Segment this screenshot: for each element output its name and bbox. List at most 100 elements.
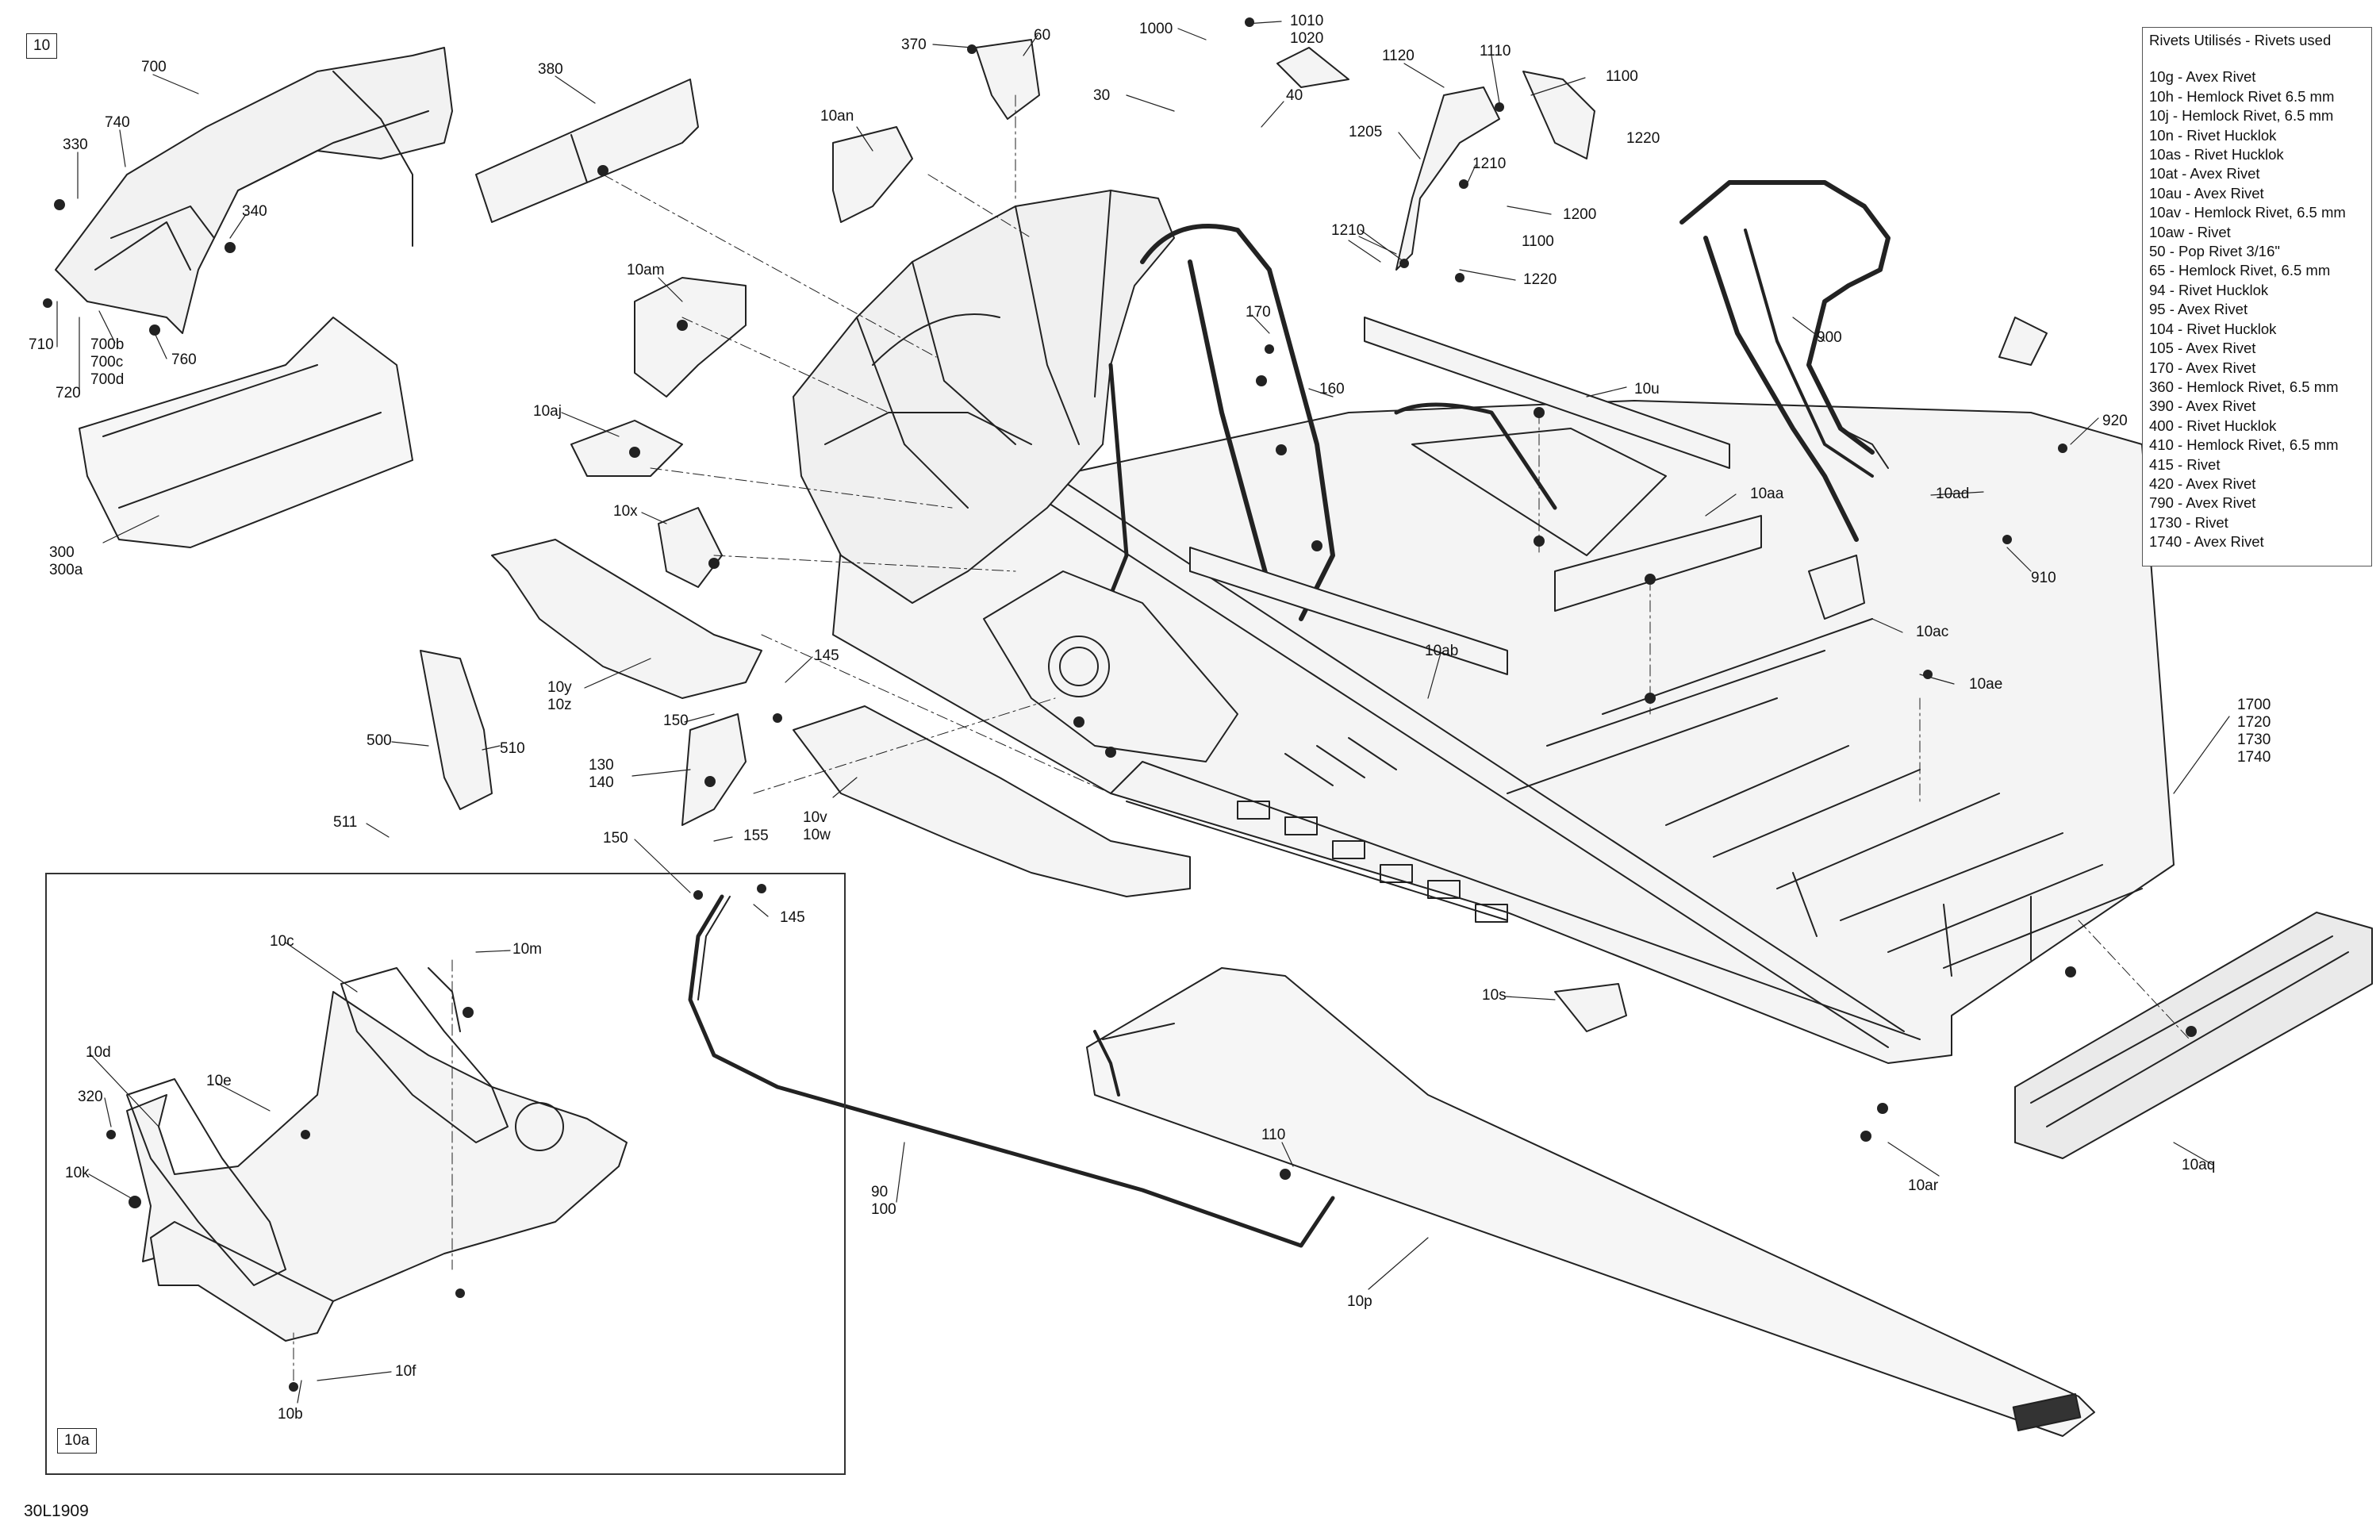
callout-1010: 1010 1020 bbox=[1290, 13, 1324, 47]
panel-380 bbox=[475, 79, 699, 223]
callout-1220b: 1220 bbox=[1523, 271, 1557, 288]
callout-10m: 10m bbox=[512, 941, 542, 958]
legend-title: Rivets Utilisés - Rivets used bbox=[2149, 32, 2332, 48]
callout-1210a: 1210 bbox=[1472, 156, 1507, 172]
callout-10y: 10y 10z bbox=[547, 679, 572, 713]
figure-tag-text: 10 bbox=[33, 37, 51, 54]
callout-10aq: 10aq bbox=[2182, 1157, 2216, 1173]
callout-370: 370 bbox=[901, 36, 927, 53]
legend-item: 410 - Hemlock Rivet, 6.5 mm bbox=[2149, 436, 2339, 454]
legend-item: 10aw - Rivet bbox=[2149, 223, 2231, 240]
legend-item: 10av - Hemlock Rivet, 6.5 mm bbox=[2149, 204, 2346, 221]
rivet-legend: Rivets Utilisés - Rivets used 10g - Avex… bbox=[2142, 27, 2372, 566]
callout-10aa: 10aa bbox=[1750, 486, 1784, 502]
legend-item: 415 - Rivet bbox=[2149, 455, 2221, 473]
callout-340: 340 bbox=[242, 203, 267, 220]
callout-30: 30 bbox=[1093, 87, 1111, 104]
callout-10ae: 10ae bbox=[1969, 676, 2003, 693]
legend-item: 790 - Avex Rivet bbox=[2149, 494, 2256, 512]
rear-tube-900 bbox=[1679, 180, 1891, 542]
callout-1210b: 1210 bbox=[1331, 222, 1365, 239]
legend-item: 10as - Rivet Hucklok bbox=[2149, 146, 2284, 163]
callout-1220a: 1220 bbox=[1626, 130, 1660, 147]
callout-160: 160 bbox=[1319, 381, 1345, 397]
callout-10ab: 10ab bbox=[1425, 643, 1459, 659]
callout-760: 760 bbox=[171, 351, 197, 368]
callout-10d: 10d bbox=[86, 1044, 111, 1061]
callout-150b: 150 bbox=[603, 830, 628, 847]
callout-1110: 1110 bbox=[1480, 43, 1511, 60]
rod-90 bbox=[688, 894, 1335, 1248]
dash-dot-lines bbox=[293, 94, 2190, 1381]
inset-tag-text: 10a bbox=[64, 1432, 90, 1449]
callout-150a: 150 bbox=[663, 712, 689, 729]
callout-10b: 10b bbox=[278, 1406, 303, 1423]
small-brackets bbox=[420, 39, 2048, 1032]
callout-145b: 145 bbox=[780, 909, 805, 926]
callout-1120: 1120 bbox=[1382, 48, 1415, 64]
callout-511: 511 bbox=[333, 814, 358, 831]
legend-item: 420 - Avex Rivet bbox=[2149, 474, 2256, 492]
legend-item: 390 - Avex Rivet bbox=[2149, 397, 2256, 415]
legend-item: 10g - Avex Rivet bbox=[2149, 68, 2256, 86]
callout-1000: 1000 bbox=[1139, 21, 1173, 37]
rear-rails bbox=[1189, 317, 1762, 675]
callout-10c: 10c bbox=[270, 933, 294, 950]
inset-assembly-10a bbox=[126, 967, 628, 1342]
legend-item: 10h - Hemlock Rivet 6.5 mm bbox=[2149, 87, 2335, 105]
callout-910: 910 bbox=[2031, 570, 2056, 586]
legend-item: 65 - Hemlock Rivet, 6.5 mm bbox=[2149, 262, 2331, 279]
legend-item: 400 - Rivet Hucklok bbox=[2149, 417, 2277, 434]
callout-1200: 1200 bbox=[1563, 206, 1597, 223]
figure-tag: 10 bbox=[26, 33, 58, 59]
callout-740: 740 bbox=[105, 114, 130, 131]
callout-700: 700 bbox=[141, 59, 167, 75]
legend-item: 95 - Avex Rivet bbox=[2149, 301, 2248, 318]
callout-10e: 10e bbox=[206, 1073, 232, 1089]
legend-item: 10at - Avex Rivet bbox=[2149, 165, 2260, 182]
callout-10s: 10s bbox=[1482, 987, 1507, 1004]
fasteners bbox=[43, 17, 2197, 1392]
legend-item: 10j - Hemlock Rivet, 6.5 mm bbox=[2149, 107, 2334, 125]
legend-item: 10au - Avex Rivet bbox=[2149, 184, 2264, 202]
legend-item: 170 - Avex Rivet bbox=[2149, 359, 2256, 376]
callout-130: 130 140 bbox=[589, 757, 614, 791]
callout-300: 300 300a bbox=[49, 544, 83, 578]
callout-510: 510 bbox=[500, 740, 525, 757]
callout-700b: 700b 700c 700d bbox=[90, 336, 125, 388]
callout-10an: 10an bbox=[820, 108, 854, 125]
callout-10k: 10k bbox=[65, 1165, 90, 1181]
callout-170: 170 bbox=[1246, 304, 1271, 321]
callout-1700: 1700 1720 1730 1740 bbox=[2237, 697, 2271, 766]
figure-id: 30L1909 bbox=[24, 1502, 89, 1520]
callout-10am: 10am bbox=[627, 262, 665, 278]
upper-frame bbox=[793, 190, 1335, 762]
callout-10ad: 10ad bbox=[1936, 486, 1970, 502]
callout-500: 500 bbox=[367, 732, 392, 749]
legend-item: 1730 - Rivet bbox=[2149, 513, 2228, 531]
callout-320: 320 bbox=[78, 1089, 103, 1105]
callout-155: 155 bbox=[743, 828, 769, 844]
callout-10f: 10f bbox=[395, 1363, 416, 1380]
snow-flap-10p bbox=[1086, 967, 2095, 1437]
legend-item: 1740 - Avex Rivet bbox=[2149, 533, 2264, 551]
callout-330: 330 bbox=[63, 136, 88, 153]
callout-10ac: 10ac bbox=[1916, 624, 1949, 640]
callout-10u: 10u bbox=[1634, 381, 1660, 397]
callout-10p: 10p bbox=[1347, 1293, 1372, 1310]
steering-support-700 bbox=[55, 47, 453, 334]
callout-1205: 1205 bbox=[1349, 124, 1383, 140]
legend-item: 50 - Pop Rivet 3/16" bbox=[2149, 243, 2280, 260]
callout-90: 90 100 bbox=[871, 1184, 896, 1218]
callout-920: 920 bbox=[2102, 413, 2128, 429]
callout-10x: 10x bbox=[613, 503, 638, 520]
legend-item: 10n - Rivet Hucklok bbox=[2149, 126, 2277, 144]
callout-1100a: 1100 bbox=[1606, 68, 1638, 85]
legend-item: 94 - Rivet Hucklok bbox=[2149, 281, 2269, 298]
callout-10aj: 10aj bbox=[533, 403, 562, 420]
callout-10v: 10v 10w bbox=[803, 809, 831, 843]
callout-1100b: 1100 bbox=[1522, 233, 1554, 250]
callout-145a: 145 bbox=[814, 647, 839, 664]
callout-40: 40 bbox=[1286, 87, 1303, 104]
